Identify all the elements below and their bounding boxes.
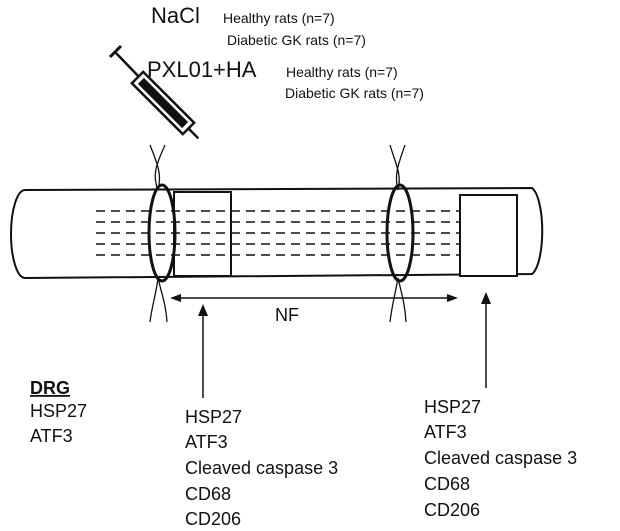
distal-pointer-arrow: [481, 292, 491, 388]
distal-marker: CD206: [424, 500, 480, 520]
distal-marker: ATF3: [424, 422, 467, 442]
pxl-title: PXL01+HA: [147, 57, 257, 82]
proximal-sample-box: [173, 191, 232, 277]
syringe-icon: [108, 44, 200, 140]
nf-distance-arrow: [170, 294, 458, 302]
distal-marker: HSP27: [424, 397, 481, 417]
proximal-marker: CD206: [185, 509, 241, 529]
nerve-tube: [10, 186, 544, 280]
proximal-pointer-arrow: [198, 304, 208, 398]
drg-marker: ATF3: [30, 426, 73, 446]
nerve-fibres: [96, 210, 462, 256]
proximal-marker: HSP27: [185, 407, 242, 427]
nf-label: NF: [275, 305, 299, 325]
proximal-marker: Cleaved caspase 3: [185, 458, 338, 478]
pxl-diabetic-label: Diabetic GK rats (n=7): [285, 85, 424, 101]
distal-marker: Cleaved caspase 3: [424, 448, 577, 468]
nacl-diabetic-label: Diabetic GK rats (n=7): [227, 32, 366, 48]
distal-sample-box: [459, 194, 518, 277]
pxl-healthy-label: Healthy rats (n=7): [286, 64, 398, 80]
nacl-title: NaCl: [151, 3, 200, 28]
proximal-marker: CD68: [185, 484, 231, 504]
drg-heading: DRG: [30, 378, 70, 398]
distal-suture-ring: [385, 144, 415, 323]
drg-marker: HSP27: [30, 401, 87, 421]
proximal-marker: ATF3: [185, 432, 228, 452]
nacl-healthy-label: Healthy rats (n=7): [223, 10, 335, 26]
distal-marker: CD68: [424, 474, 470, 494]
